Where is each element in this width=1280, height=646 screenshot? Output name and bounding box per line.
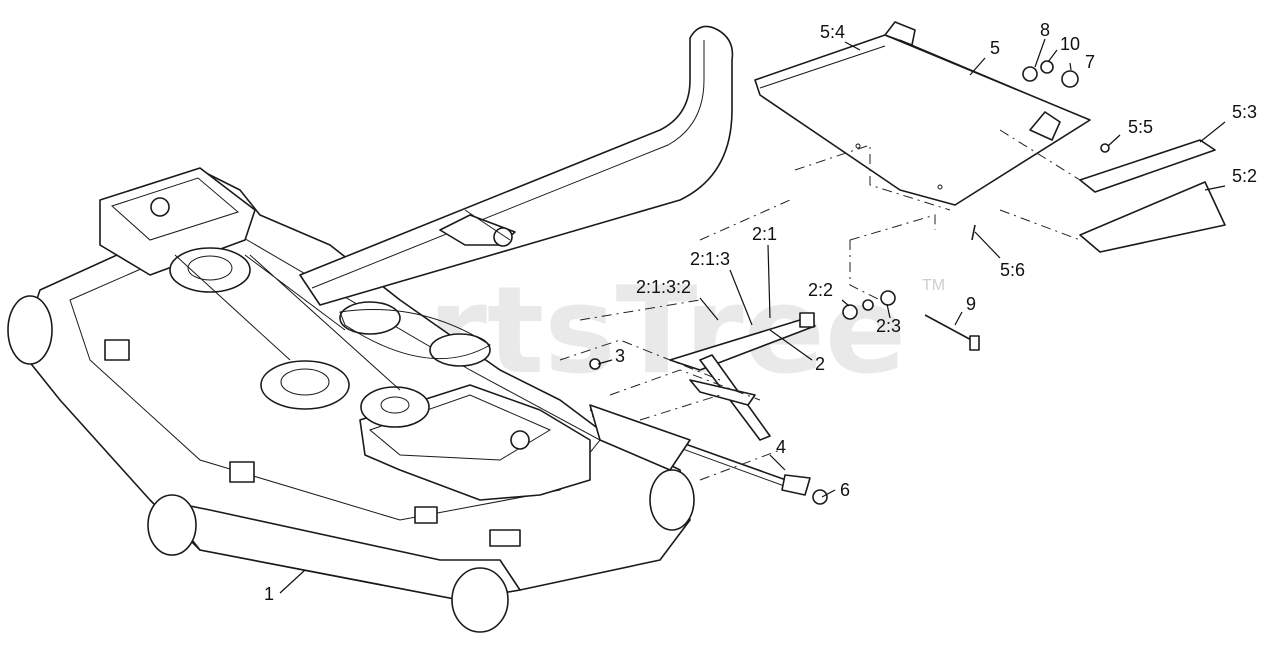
mower-deck <box>7 167 695 633</box>
callout-2-1: 2:1 <box>752 224 777 244</box>
callout-5-4: 5:4 <box>820 22 845 42</box>
callout-labels: 1 2 2:1 2:1:3 2:1:3:2 2:2 2:3 3 4 5 5:2 … <box>264 20 1257 604</box>
callout-5-5: 5:5 <box>1128 117 1153 137</box>
hardware <box>589 60 1110 505</box>
callout-2-1-3: 2:1:3 <box>690 249 730 269</box>
callout-9: 9 <box>966 294 976 314</box>
callout-4: 4 <box>776 437 786 457</box>
construction-lines <box>559 129 1081 481</box>
side-plates <box>1079 139 1226 253</box>
callout-2-2: 2:2 <box>808 280 833 300</box>
cover-plate <box>754 21 1091 206</box>
callout-2-3: 2:3 <box>876 316 901 336</box>
callout-3: 3 <box>615 346 625 366</box>
callout-1: 1 <box>264 584 274 604</box>
watermark-tm: TM <box>922 277 945 294</box>
rod-assembly <box>589 404 811 496</box>
callout-2: 2 <box>815 354 825 374</box>
callout-7: 7 <box>1085 52 1095 72</box>
bolt-9 <box>924 314 980 351</box>
bracket-assembly <box>669 312 816 441</box>
callout-2-1-3-2: 2:1:3:2 <box>636 277 691 297</box>
leader-lines <box>279 38 1226 594</box>
callout-10: 10 <box>1060 34 1080 54</box>
callout-8: 8 <box>1040 20 1050 40</box>
callout-6: 6 <box>840 480 850 500</box>
callout-5-2: 5:2 <box>1232 166 1257 186</box>
callout-5-6: 5:6 <box>1000 260 1025 280</box>
hitch-tube <box>299 25 734 306</box>
callout-5: 5 <box>990 38 1000 58</box>
callout-5-3: 5:3 <box>1232 102 1257 122</box>
